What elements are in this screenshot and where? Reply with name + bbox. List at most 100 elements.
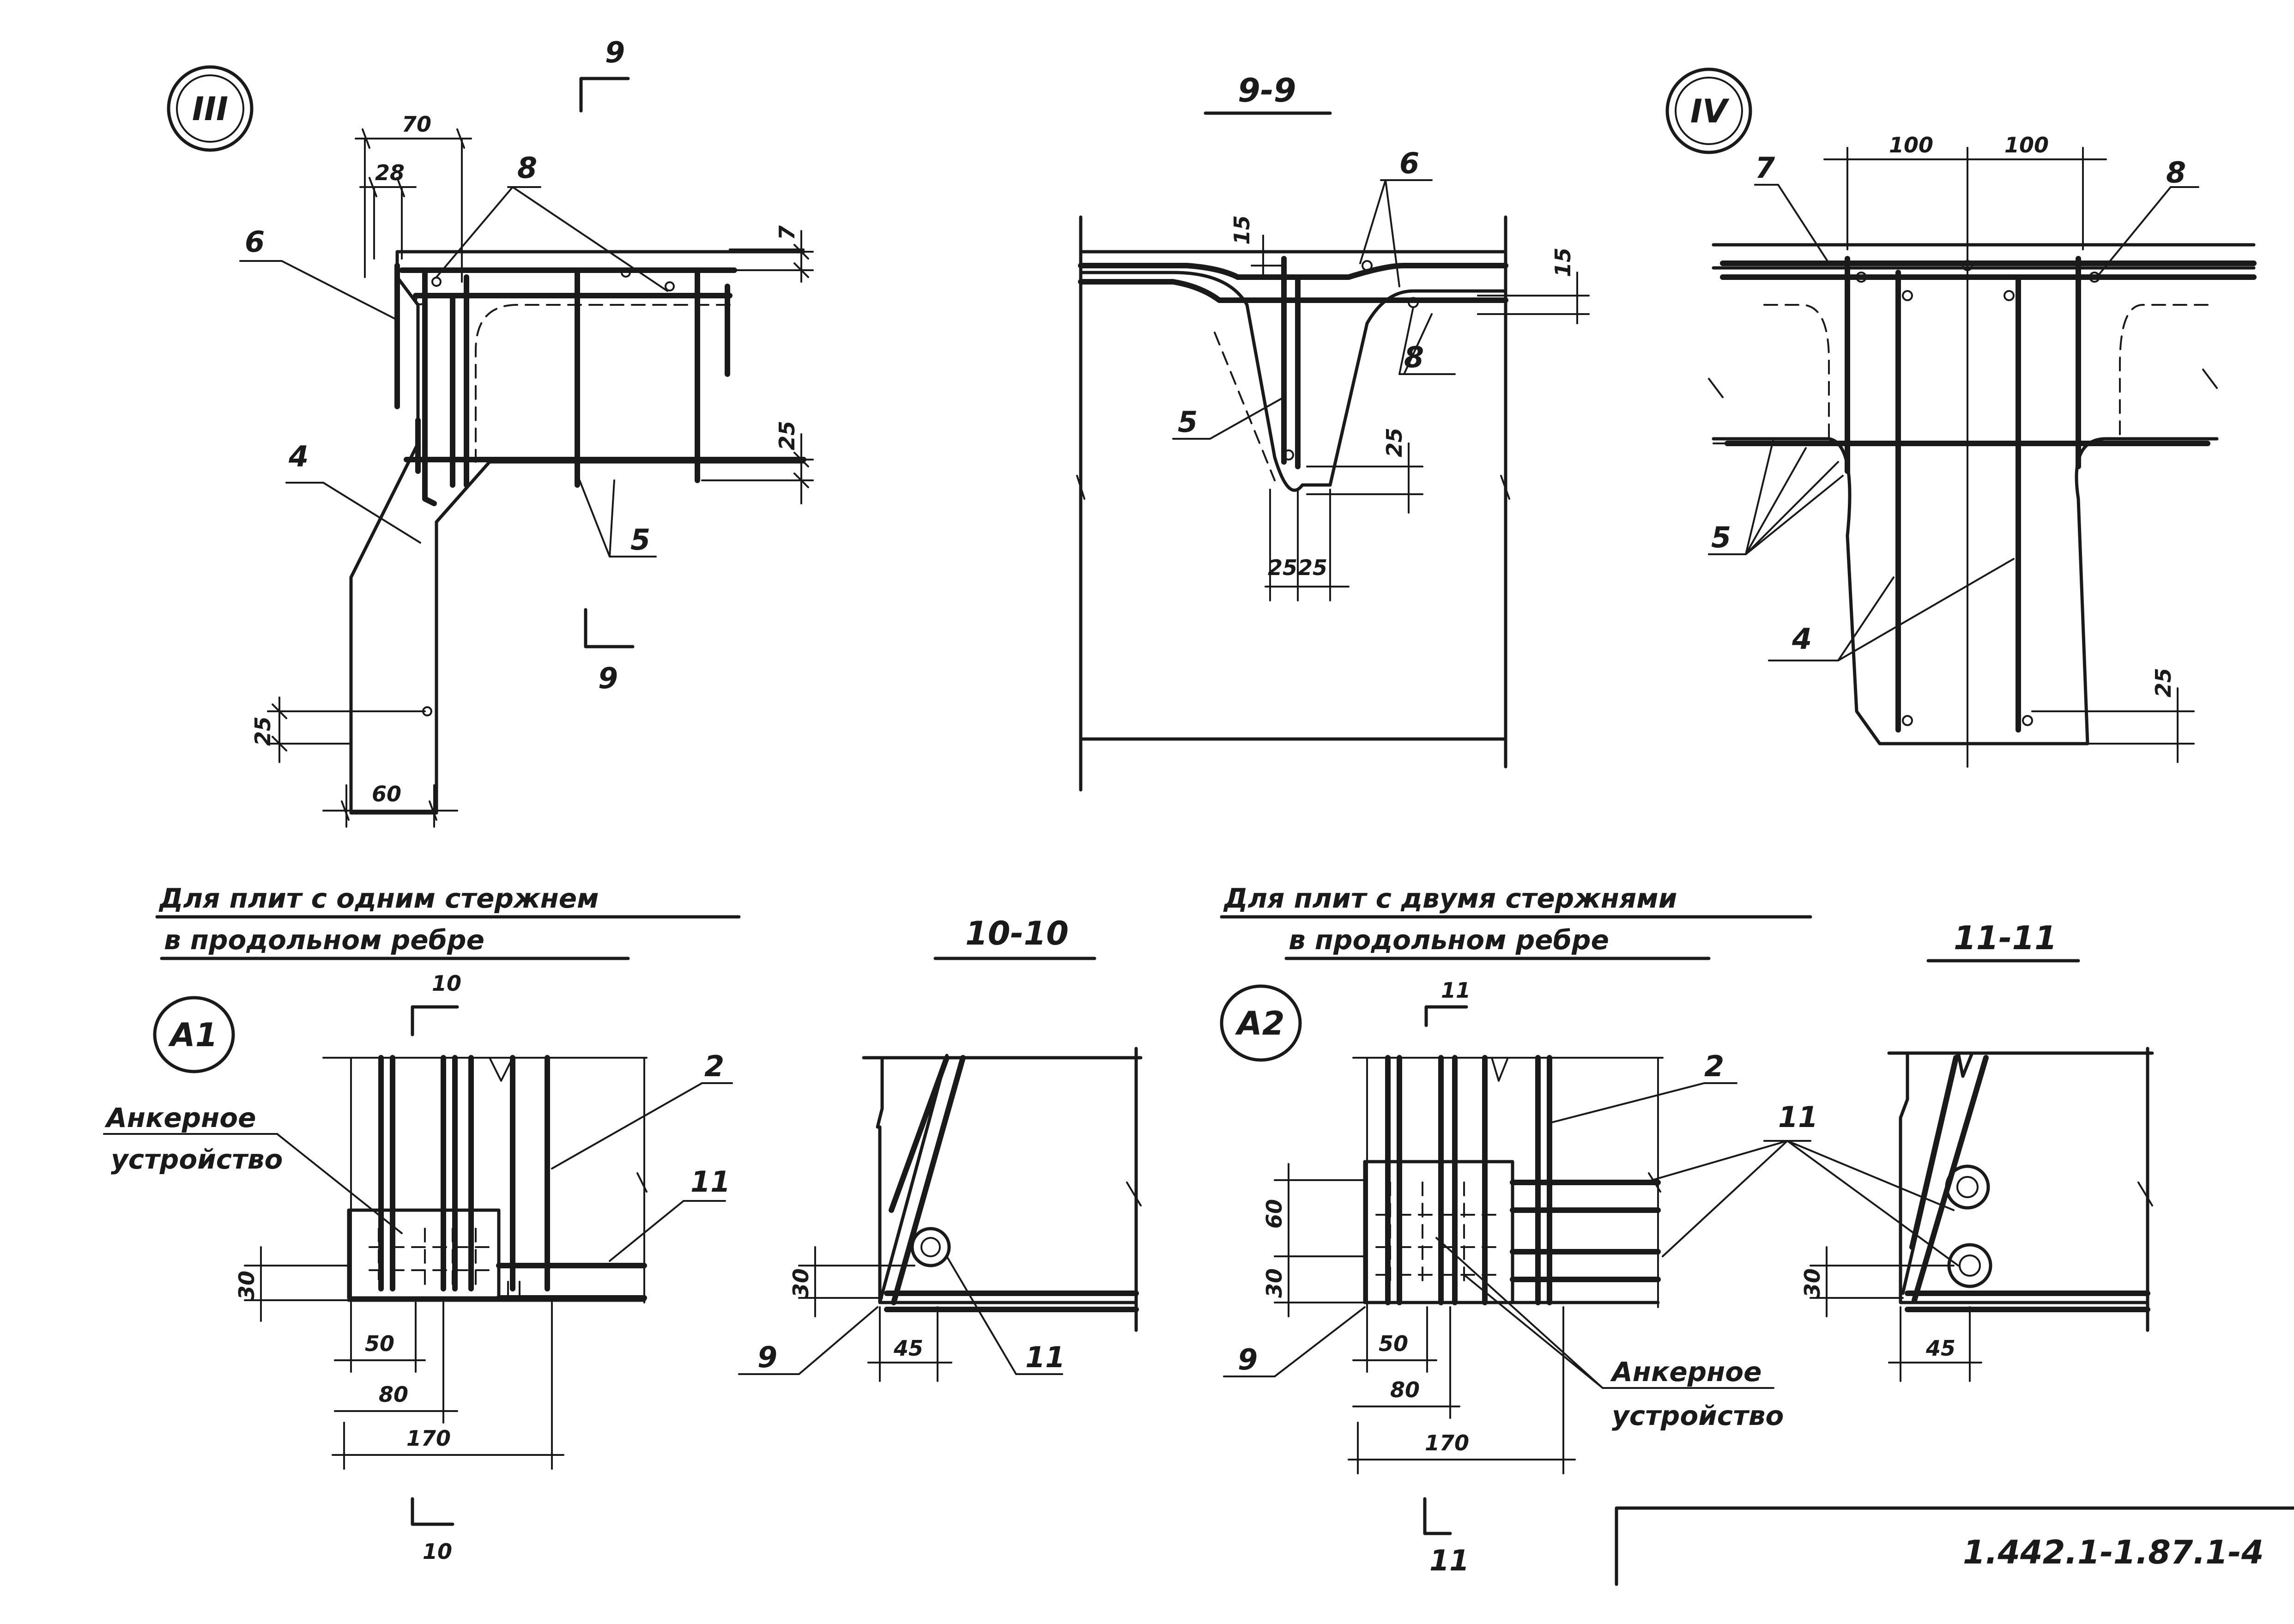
A2-leader-9: 9	[1223, 1306, 1366, 1377]
9-9-leader-8: 8	[1398, 306, 1456, 375]
svg-text:8: 8	[517, 151, 537, 185]
svg-text:Анкерное: Анкерное	[104, 1102, 256, 1133]
svg-text:2: 2	[1704, 1049, 1724, 1083]
svg-text:11: 11	[1441, 978, 1471, 1003]
svg-text:11: 11	[1429, 1544, 1469, 1577]
svg-text:80: 80	[1390, 1377, 1420, 1402]
section-10-10-title: 10-10	[965, 915, 1069, 952]
IV-dim-25: 25	[2031, 668, 2195, 763]
IV-dim-100-100: 100 100	[1823, 133, 2107, 250]
cut-mark-10-top: 10	[411, 971, 461, 1036]
caption-one-line1: Для плит с одним стержнем	[158, 883, 599, 914]
svg-text:100: 100	[1889, 133, 1933, 158]
cut-mark-11-top: 11	[1424, 978, 1471, 1027]
svg-text:6: 6	[1399, 146, 1419, 180]
svg-text:15: 15	[1550, 248, 1575, 277]
svg-text:5: 5	[630, 523, 650, 557]
svg-text:8: 8	[1404, 340, 1424, 374]
svg-text:4: 4	[1792, 622, 1812, 656]
svg-text:45: 45	[1925, 1336, 1955, 1361]
A2-leader-2: 2	[1551, 1049, 1737, 1123]
svg-text:60: 60	[372, 782, 401, 806]
caption-two-line1: Для плит с двумя стержнями	[1223, 883, 1677, 914]
svg-text:8: 8	[2166, 156, 2186, 189]
cut-mark-11-bottom: 11	[1423, 1497, 1469, 1577]
svg-text:устройство: устройство	[111, 1144, 283, 1175]
A1-anchor-label: Анкерное устройство	[103, 1102, 403, 1234]
A1-dim-50: 50	[334, 1302, 426, 1373]
III-dim-25a: 25	[701, 421, 814, 504]
svg-text:5: 5	[1711, 521, 1731, 554]
cut-mark-10-bottom: 10	[411, 1497, 454, 1564]
svg-text:170: 170	[406, 1426, 451, 1451]
A1-dim-80: 80	[334, 1302, 458, 1424]
A1-leader-11: 11	[609, 1165, 730, 1262]
svg-text:9: 9	[1238, 1343, 1258, 1376]
svg-text:15: 15	[1229, 215, 1254, 245]
A1-dim-170: 170	[332, 1302, 564, 1470]
caption-one-line2: в продольном ребре	[164, 924, 484, 956]
9-9-dim-15a: 15	[1229, 215, 1285, 278]
9-9-dim-15b: 15	[1477, 248, 1590, 324]
IV-leader-4: 4	[1768, 558, 2015, 661]
svg-text:9: 9	[598, 661, 618, 695]
svg-text:28: 28	[375, 160, 405, 185]
11-11-dim-30: 30	[1800, 1246, 1955, 1317]
svg-text:9: 9	[605, 36, 625, 69]
10-10-leader-9: 9	[738, 1306, 878, 1375]
svg-text:7: 7	[775, 225, 799, 240]
svg-text:10: 10	[423, 1539, 452, 1564]
svg-text:11: 11	[1778, 1100, 1818, 1134]
svg-text:170: 170	[1425, 1430, 1469, 1455]
10-10-dim-45: 45	[867, 1306, 952, 1382]
A2-dim-80: 80	[1352, 1306, 1460, 1419]
svg-text:6: 6	[245, 225, 265, 259]
III-leader-6: 6	[239, 225, 396, 320]
A2-dim-60-30: 60 30	[1262, 1163, 1368, 1317]
svg-text:25: 25	[2151, 668, 2176, 697]
svg-text:A2: A2	[1235, 1005, 1285, 1042]
svg-text:25: 25	[775, 421, 799, 450]
A2-dim-50: 50	[1352, 1306, 1437, 1373]
cut-mark-9-bottom: 9	[584, 608, 635, 695]
detail-A1: A1 10 10 Анкерное устройство 30	[103, 971, 733, 1564]
svg-text:IV: IV	[1690, 92, 1730, 130]
section-9-9: 9-9 15 15 25 25 25 6	[1076, 72, 1590, 792]
section-10-10: 10-10 30 45 9 11	[738, 915, 1143, 1382]
A2-leader-11: 11	[1643, 1100, 1959, 1266]
svg-text:A1: A1	[168, 1016, 218, 1054]
10-10-leader-11: 11	[946, 1255, 1065, 1375]
A1-leader-2: 2	[551, 1049, 733, 1170]
III-haunch-dashed	[475, 304, 731, 463]
svg-text:30: 30	[788, 1268, 813, 1298]
detail-IV-marker: IV	[1665, 67, 1752, 154]
11-11-dim-45: 45	[1888, 1306, 1982, 1382]
caption-one-bar: Для плит с одним стержнем в продольном р…	[155, 883, 741, 960]
svg-text:Анкерное: Анкерное	[1610, 1356, 1761, 1388]
IV-leader-7: 7	[1754, 151, 1830, 264]
svg-text:2: 2	[704, 1049, 724, 1083]
III-dim-7: 7	[733, 225, 814, 283]
9-9-outline	[1079, 215, 1507, 792]
10-10-dim-30: 30	[788, 1246, 915, 1317]
caption-two-bars: Для плит с двумя стержнями в продольном …	[1220, 883, 1812, 960]
svg-text:45: 45	[893, 1336, 923, 1361]
III-leader-8: 8	[436, 151, 668, 292]
title-block: 1.442.1-1.87.1-4	[1615, 1506, 2294, 1586]
svg-text:25: 25	[1382, 428, 1407, 457]
III-leader-4: 4	[285, 440, 421, 544]
9-9-dim-25-25: 25 25	[1265, 489, 1350, 601]
III-dim-60: 60	[322, 782, 458, 828]
III-dim-70: 70	[355, 112, 472, 283]
sheet-code: 1.442.1-1.87.1-4	[1963, 1533, 2264, 1571]
svg-text:25: 25	[1298, 555, 1327, 580]
10-10-bar-11	[910, 1227, 951, 1267]
III-leader-5: 5	[579, 479, 657, 557]
svg-text:80: 80	[379, 1382, 408, 1407]
caption-two-line2: в продольном ребре	[1289, 924, 1609, 956]
A2-dim-170: 170	[1348, 1306, 1576, 1474]
svg-text:устройство: устройство	[1612, 1400, 1784, 1431]
svg-text:11: 11	[690, 1165, 730, 1199]
svg-text:25: 25	[1268, 555, 1297, 580]
